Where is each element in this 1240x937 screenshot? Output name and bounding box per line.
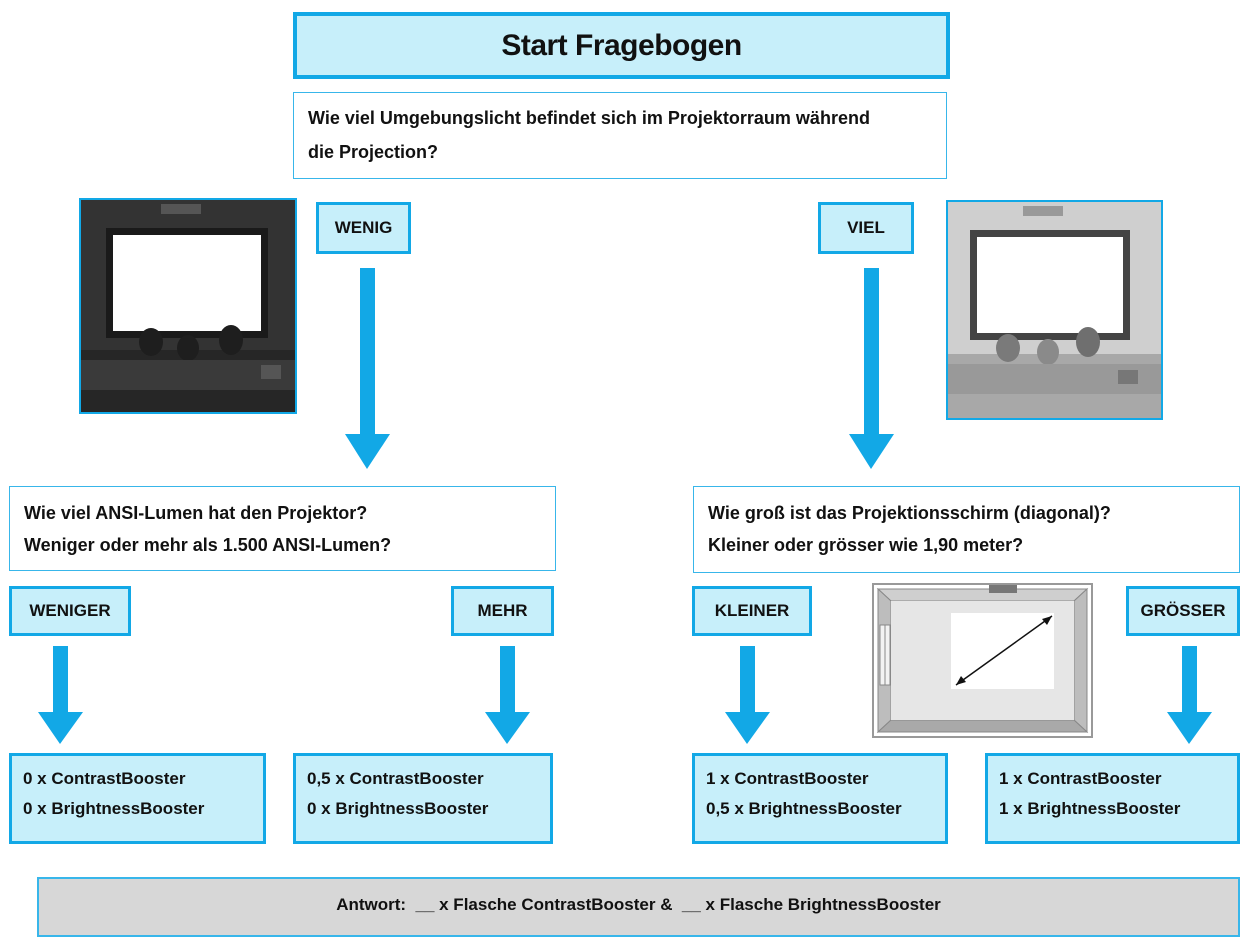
result-kleiner-line1: 1 x ContrastBooster bbox=[706, 769, 869, 788]
arrow-wenig-head bbox=[345, 434, 390, 469]
result-weniger-line2: 0 x BrightnessBooster bbox=[23, 799, 205, 818]
arrow-kleiner-shaft bbox=[740, 646, 755, 714]
bright-room-photo bbox=[946, 200, 1163, 420]
result-mehr: 0,5 x ContrastBooster 0 x BrightnessBoos… bbox=[293, 753, 553, 844]
result-mehr-line1: 0,5 x ContrastBooster bbox=[307, 769, 484, 788]
arrow-viel-head bbox=[849, 434, 894, 469]
start-title: Start Fragebogen bbox=[293, 12, 950, 79]
question-ansi-lumen-line2: Weniger oder mehr als 1.500 ANSI-Lumen? bbox=[24, 535, 392, 555]
arrow-viel-shaft bbox=[864, 268, 879, 436]
question-screen-size-line1: Wie groß ist das Projektionsschirm (diag… bbox=[708, 503, 1111, 523]
result-groesser-line1: 1 x ContrastBooster bbox=[999, 769, 1162, 788]
question-ansi-lumen-line1: Wie viel ANSI-Lumen hat den Projektor? bbox=[24, 503, 368, 523]
arrow-kleiner-head bbox=[725, 712, 770, 744]
option-groesser[interactable]: GRÖSSER bbox=[1126, 586, 1240, 636]
question-screen-size-line2: Kleiner oder grösser wie 1,90 meter? bbox=[708, 535, 1024, 555]
arrow-weniger-shaft bbox=[53, 646, 68, 714]
result-groesser-line2: 1 x BrightnessBooster bbox=[999, 799, 1181, 818]
arrow-weniger-head bbox=[38, 712, 83, 744]
result-groesser: 1 x ContrastBooster 1 x BrightnessBooste… bbox=[985, 753, 1240, 844]
question-ambient-light: Wie viel Umgebungslicht befindet sich im… bbox=[293, 92, 947, 179]
option-viel[interactable]: VIEL bbox=[818, 202, 914, 254]
arrow-mehr-head bbox=[485, 712, 530, 744]
option-weniger[interactable]: WENIGER bbox=[9, 586, 131, 636]
question-ansi-lumen: Wie viel ANSI-Lumen hat den Projektor? W… bbox=[9, 486, 556, 571]
result-mehr-line2: 0 x BrightnessBooster bbox=[307, 799, 489, 818]
result-kleiner-line2: 0,5 x BrightnessBooster bbox=[706, 799, 902, 818]
arrow-groesser-shaft bbox=[1182, 646, 1197, 714]
question-screen-size: Wie groß ist das Projektionsschirm (diag… bbox=[693, 486, 1240, 573]
dark-room-photo bbox=[79, 198, 297, 414]
arrow-mehr-shaft bbox=[500, 646, 515, 714]
answer-bar: Antwort: __ x Flasche ContrastBooster & … bbox=[37, 877, 1240, 937]
result-weniger-line1: 0 x ContrastBooster bbox=[23, 769, 186, 788]
option-kleiner[interactable]: KLEINER bbox=[692, 586, 812, 636]
screen-diagonal-diagram bbox=[872, 583, 1093, 738]
result-kleiner: 1 x ContrastBooster 0,5 x BrightnessBoos… bbox=[692, 753, 948, 844]
result-weniger: 0 x ContrastBooster 0 x BrightnessBooste… bbox=[9, 753, 266, 844]
question-ambient-light-line2: die Projection? bbox=[308, 142, 439, 162]
arrow-wenig-shaft bbox=[360, 268, 375, 436]
answer-text: Antwort: __ x Flasche ContrastBooster & … bbox=[336, 895, 941, 914]
arrow-groesser-head bbox=[1167, 712, 1212, 744]
option-wenig[interactable]: WENIG bbox=[316, 202, 411, 254]
question-ambient-light-line1: Wie viel Umgebungslicht befindet sich im… bbox=[308, 108, 870, 128]
option-mehr[interactable]: MEHR bbox=[451, 586, 554, 636]
